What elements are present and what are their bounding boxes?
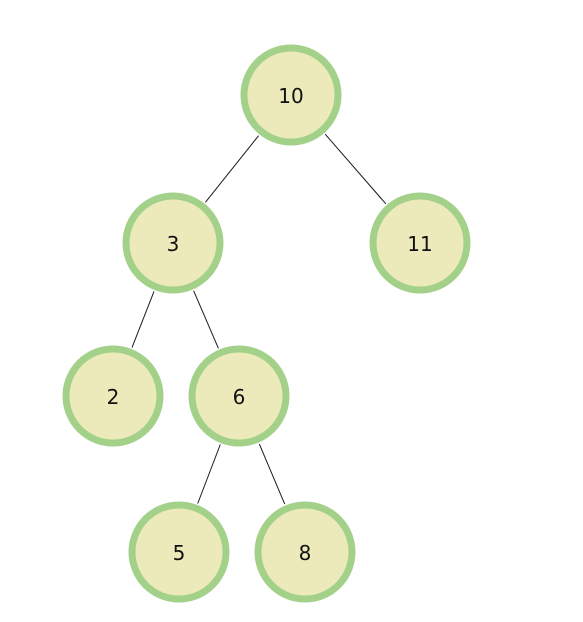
- node-circle: [128, 501, 230, 603]
- edges-layer: [131, 133, 387, 505]
- node-label: 6: [233, 385, 246, 409]
- edge-6-to-8: [258, 443, 286, 505]
- edge-6-to-5: [197, 444, 221, 504]
- edge-10-to-3: [205, 135, 259, 203]
- node-circle: [254, 501, 356, 603]
- node-label: 3: [167, 232, 180, 256]
- edge-3-to-6: [193, 290, 219, 349]
- node-circle: [62, 345, 164, 447]
- node-circle: [369, 192, 471, 294]
- tree-node-3: 3: [122, 192, 224, 294]
- node-label: 2: [107, 385, 120, 409]
- tree-node-8: 8: [254, 501, 356, 603]
- edge-10-to-11: [324, 133, 387, 205]
- tree-node-2: 2: [62, 345, 164, 447]
- nodes-layer: 10 3 11 2 6 5 8: [62, 44, 471, 603]
- node-label: 8: [299, 541, 312, 565]
- node-label: 11: [407, 232, 432, 256]
- tree-node-6: 6: [188, 345, 290, 447]
- tree-node-5: 5: [128, 501, 230, 603]
- node-circle: [188, 345, 290, 447]
- node-circle: [240, 44, 342, 146]
- tree-node-10: 10: [240, 44, 342, 146]
- node-label: 5: [173, 541, 186, 565]
- tree-node-11: 11: [369, 192, 471, 294]
- node-circle: [122, 192, 224, 294]
- node-label: 10: [278, 84, 303, 108]
- edge-3-to-2: [131, 291, 155, 348]
